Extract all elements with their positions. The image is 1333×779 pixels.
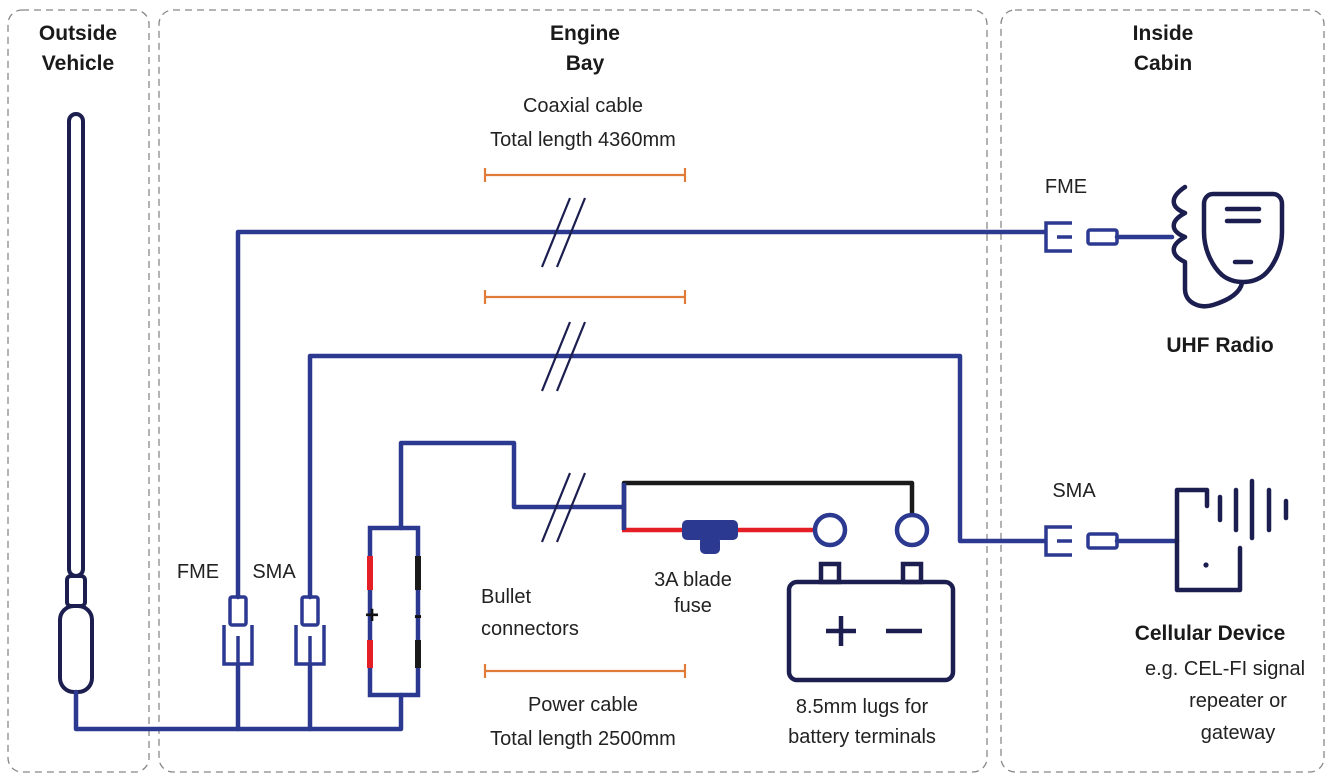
- fuse-label-1: 3A blade: [654, 569, 732, 591]
- coax-break-mark-1: [540, 197, 587, 268]
- bullet-label-2: connectors: [481, 618, 579, 640]
- coax-length-label: Total length 4360mm: [490, 129, 676, 151]
- sma-engine-label: SMA: [252, 561, 296, 583]
- uhf-radio-label: UHF Radio: [1166, 334, 1273, 357]
- power-cable: [398, 440, 627, 531]
- cellular-device-label: Cellular Device: [1135, 622, 1286, 645]
- fme-connector-cabin-icon: [1044, 221, 1119, 253]
- cellular-device-icon: [1174, 478, 1289, 593]
- zone-outside-vehicle: [7, 9, 150, 773]
- zone-cabin-title-2: Cabin: [1134, 52, 1192, 75]
- zone-engine-bay: [158, 9, 988, 773]
- sma-cabin-label: SMA: [1052, 480, 1096, 502]
- coax-dimension-marker-2: [483, 290, 687, 304]
- uhf-radio-microphone-icon: [1171, 184, 1285, 309]
- zone-outside-title-1: Outside: [39, 22, 117, 45]
- coax-break-mark-2: [540, 321, 587, 392]
- power-cable-label: Power cable: [528, 694, 638, 716]
- negative-lug-icon: [894, 512, 930, 548]
- sma-connector-engine-icon: [294, 595, 326, 666]
- fme-engine-label: FME: [177, 561, 219, 583]
- power-length-label: Total length 2500mm: [490, 728, 676, 750]
- power-dimension-marker: [483, 664, 687, 678]
- zone-inside-cabin: [1000, 9, 1325, 773]
- lugs-label-2: battery terminals: [788, 726, 936, 748]
- sma-coax-cable: [307, 353, 1048, 600]
- zone-engine-title-2: Bay: [566, 52, 605, 75]
- negative-wire: [621, 480, 915, 530]
- fme-connector-engine-icon: [222, 595, 254, 666]
- blade-fuse-icon: [682, 520, 738, 554]
- battery-icon: [786, 561, 956, 683]
- cellular-device-indicator: [1203, 562, 1209, 568]
- antenna-icon: [58, 112, 94, 694]
- bullet-connectors-icon: [367, 525, 421, 698]
- bullet-label-1: Bullet: [481, 586, 531, 608]
- coax-cable-label: Coaxial cable: [523, 95, 643, 117]
- power-break-mark: [540, 472, 587, 543]
- positive-lug-icon: [812, 512, 848, 548]
- sma-connector-cabin-icon: [1044, 525, 1119, 557]
- cellular-desc-3: gateway: [1201, 722, 1276, 744]
- coax-dimension-marker-1: [483, 168, 687, 182]
- fme-coax-cable: [235, 229, 1048, 600]
- fuse-label-2: fuse: [674, 595, 712, 617]
- bullet-negative-sign: -: [414, 602, 422, 629]
- cellular-desc-2: repeater or: [1189, 690, 1287, 712]
- cellular-desc-1: e.g. CEL-FI signal: [1145, 658, 1305, 680]
- zone-cabin-title-1: Inside: [1133, 22, 1194, 45]
- bullet-positive-sign: +: [365, 602, 379, 629]
- fme-cabin-label: FME: [1045, 176, 1087, 198]
- zone-outside-title-2: Vehicle: [42, 52, 114, 75]
- zone-engine-title-1: Engine: [550, 22, 620, 45]
- lugs-label-1: 8.5mm lugs for: [796, 696, 929, 718]
